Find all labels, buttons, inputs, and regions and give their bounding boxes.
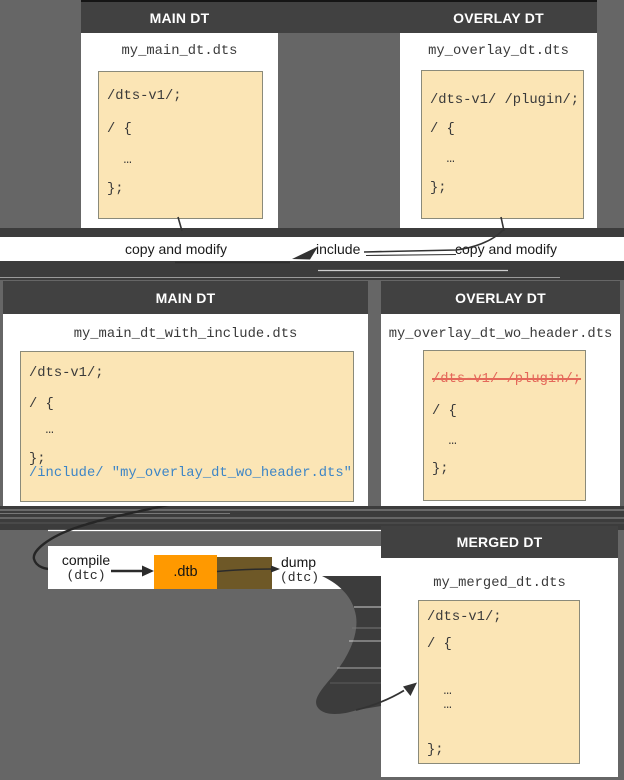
row1-top-border [81, 0, 597, 2]
copy-and-modify-left-label: copy and modify [125, 241, 227, 257]
compile-tool-label: (dtc) [66, 568, 106, 583]
dtb-shadow-box [217, 557, 272, 589]
code-line: /dts-v1/; [29, 366, 104, 381]
merged-dt-card: my_merged_dt.dts /dts-v1/; / { … … }; [381, 558, 618, 777]
dtb-flow-swoosh-right [316, 576, 381, 714]
code-line: / { [427, 637, 452, 652]
main-dt-include-card: my_main_dt_with_include.dts /dts-v1/; / … [3, 314, 368, 506]
code-line: / { [29, 397, 54, 412]
copy-and-modify-right-label: copy and modify [455, 241, 557, 257]
merged-dt-filename: my_merged_dt.dts [433, 576, 566, 591]
code-line: / { [432, 404, 457, 419]
dtb-file-label: .dtb [173, 564, 198, 580]
code-line: /dts-v1/; [107, 89, 182, 104]
overlay-dt-top-header: OVERLAY DT [453, 9, 544, 26]
code-line: }; [430, 181, 447, 196]
dump-label: dump [281, 554, 317, 570]
merged-dt-header: MERGED DT [381, 526, 618, 558]
code-line: … [427, 698, 452, 713]
overlay-dt-wo-header-codebox: /dts-v1/ /plugin/; / { … }; [423, 350, 586, 501]
include-label: include [316, 241, 361, 257]
code-line: / { [107, 122, 132, 137]
overlay-dt-wo-header-header-label: OVERLAY DT [455, 289, 546, 306]
overlay-dt-wo-header-header: OVERLAY DT [381, 281, 620, 314]
deleted-code-line: /dts-v1/ /plugin/; [432, 372, 582, 387]
dtb-file-box: .dtb [154, 555, 217, 589]
code-line: }; [29, 452, 46, 467]
dump-tool-label: (dtc) [280, 570, 320, 585]
main-dt-top-header: MAIN DT [149, 9, 210, 26]
include-code-line: /include/ "my_overlay_dt_wo_header.dts" [29, 466, 352, 481]
row1-header-band: MAIN DT OVERLAY DT [81, 2, 597, 33]
main-dt-include-codebox: /dts-v1/; / { … }; /include/ "my_overlay… [20, 351, 354, 502]
main-dt-include-header-label: MAIN DT [155, 289, 216, 306]
main-dt-top-card: my_main_dt.dts /dts-v1/; / { … }; [81, 33, 278, 228]
code-line: }; [432, 462, 449, 477]
code-line: … [29, 423, 54, 438]
overlay-dt-top-codebox: /dts-v1/ /plugin/; / { … }; [421, 70, 584, 219]
main-dt-include-filename: my_main_dt_with_include.dts [73, 327, 298, 342]
code-line: }; [107, 182, 124, 197]
code-line: /dts-v1/ /plugin/; [430, 93, 580, 108]
merged-dt-codebox: /dts-v1/; / { … … }; [418, 600, 580, 764]
code-line: }; [427, 743, 444, 758]
code-line: … [432, 434, 457, 449]
main-dt-top-codebox: /dts-v1/; / { … }; [98, 71, 263, 219]
code-line: … [430, 152, 455, 167]
code-line: /dts-v1/; [427, 610, 502, 625]
overlay-dt-wo-header-filename: my_overlay_dt_wo_header.dts [388, 327, 613, 342]
merged-dt-header-label: MERGED DT [456, 534, 543, 550]
overlay-dt-wo-header-card: my_overlay_dt_wo_header.dts /dts-v1/ /pl… [381, 314, 620, 506]
code-line: … [427, 684, 452, 699]
overlay-dt-top-filename: my_overlay_dt.dts [428, 44, 569, 59]
code-line: … [107, 153, 132, 168]
main-dt-include-header: MAIN DT [3, 281, 368, 314]
overlay-dt-top-card: my_overlay_dt.dts /dts-v1/ /plugin/; / {… [400, 33, 597, 228]
code-line: / { [430, 122, 455, 137]
main-dt-top-filename: my_main_dt.dts [121, 44, 238, 59]
compile-label: compile [61, 552, 111, 568]
